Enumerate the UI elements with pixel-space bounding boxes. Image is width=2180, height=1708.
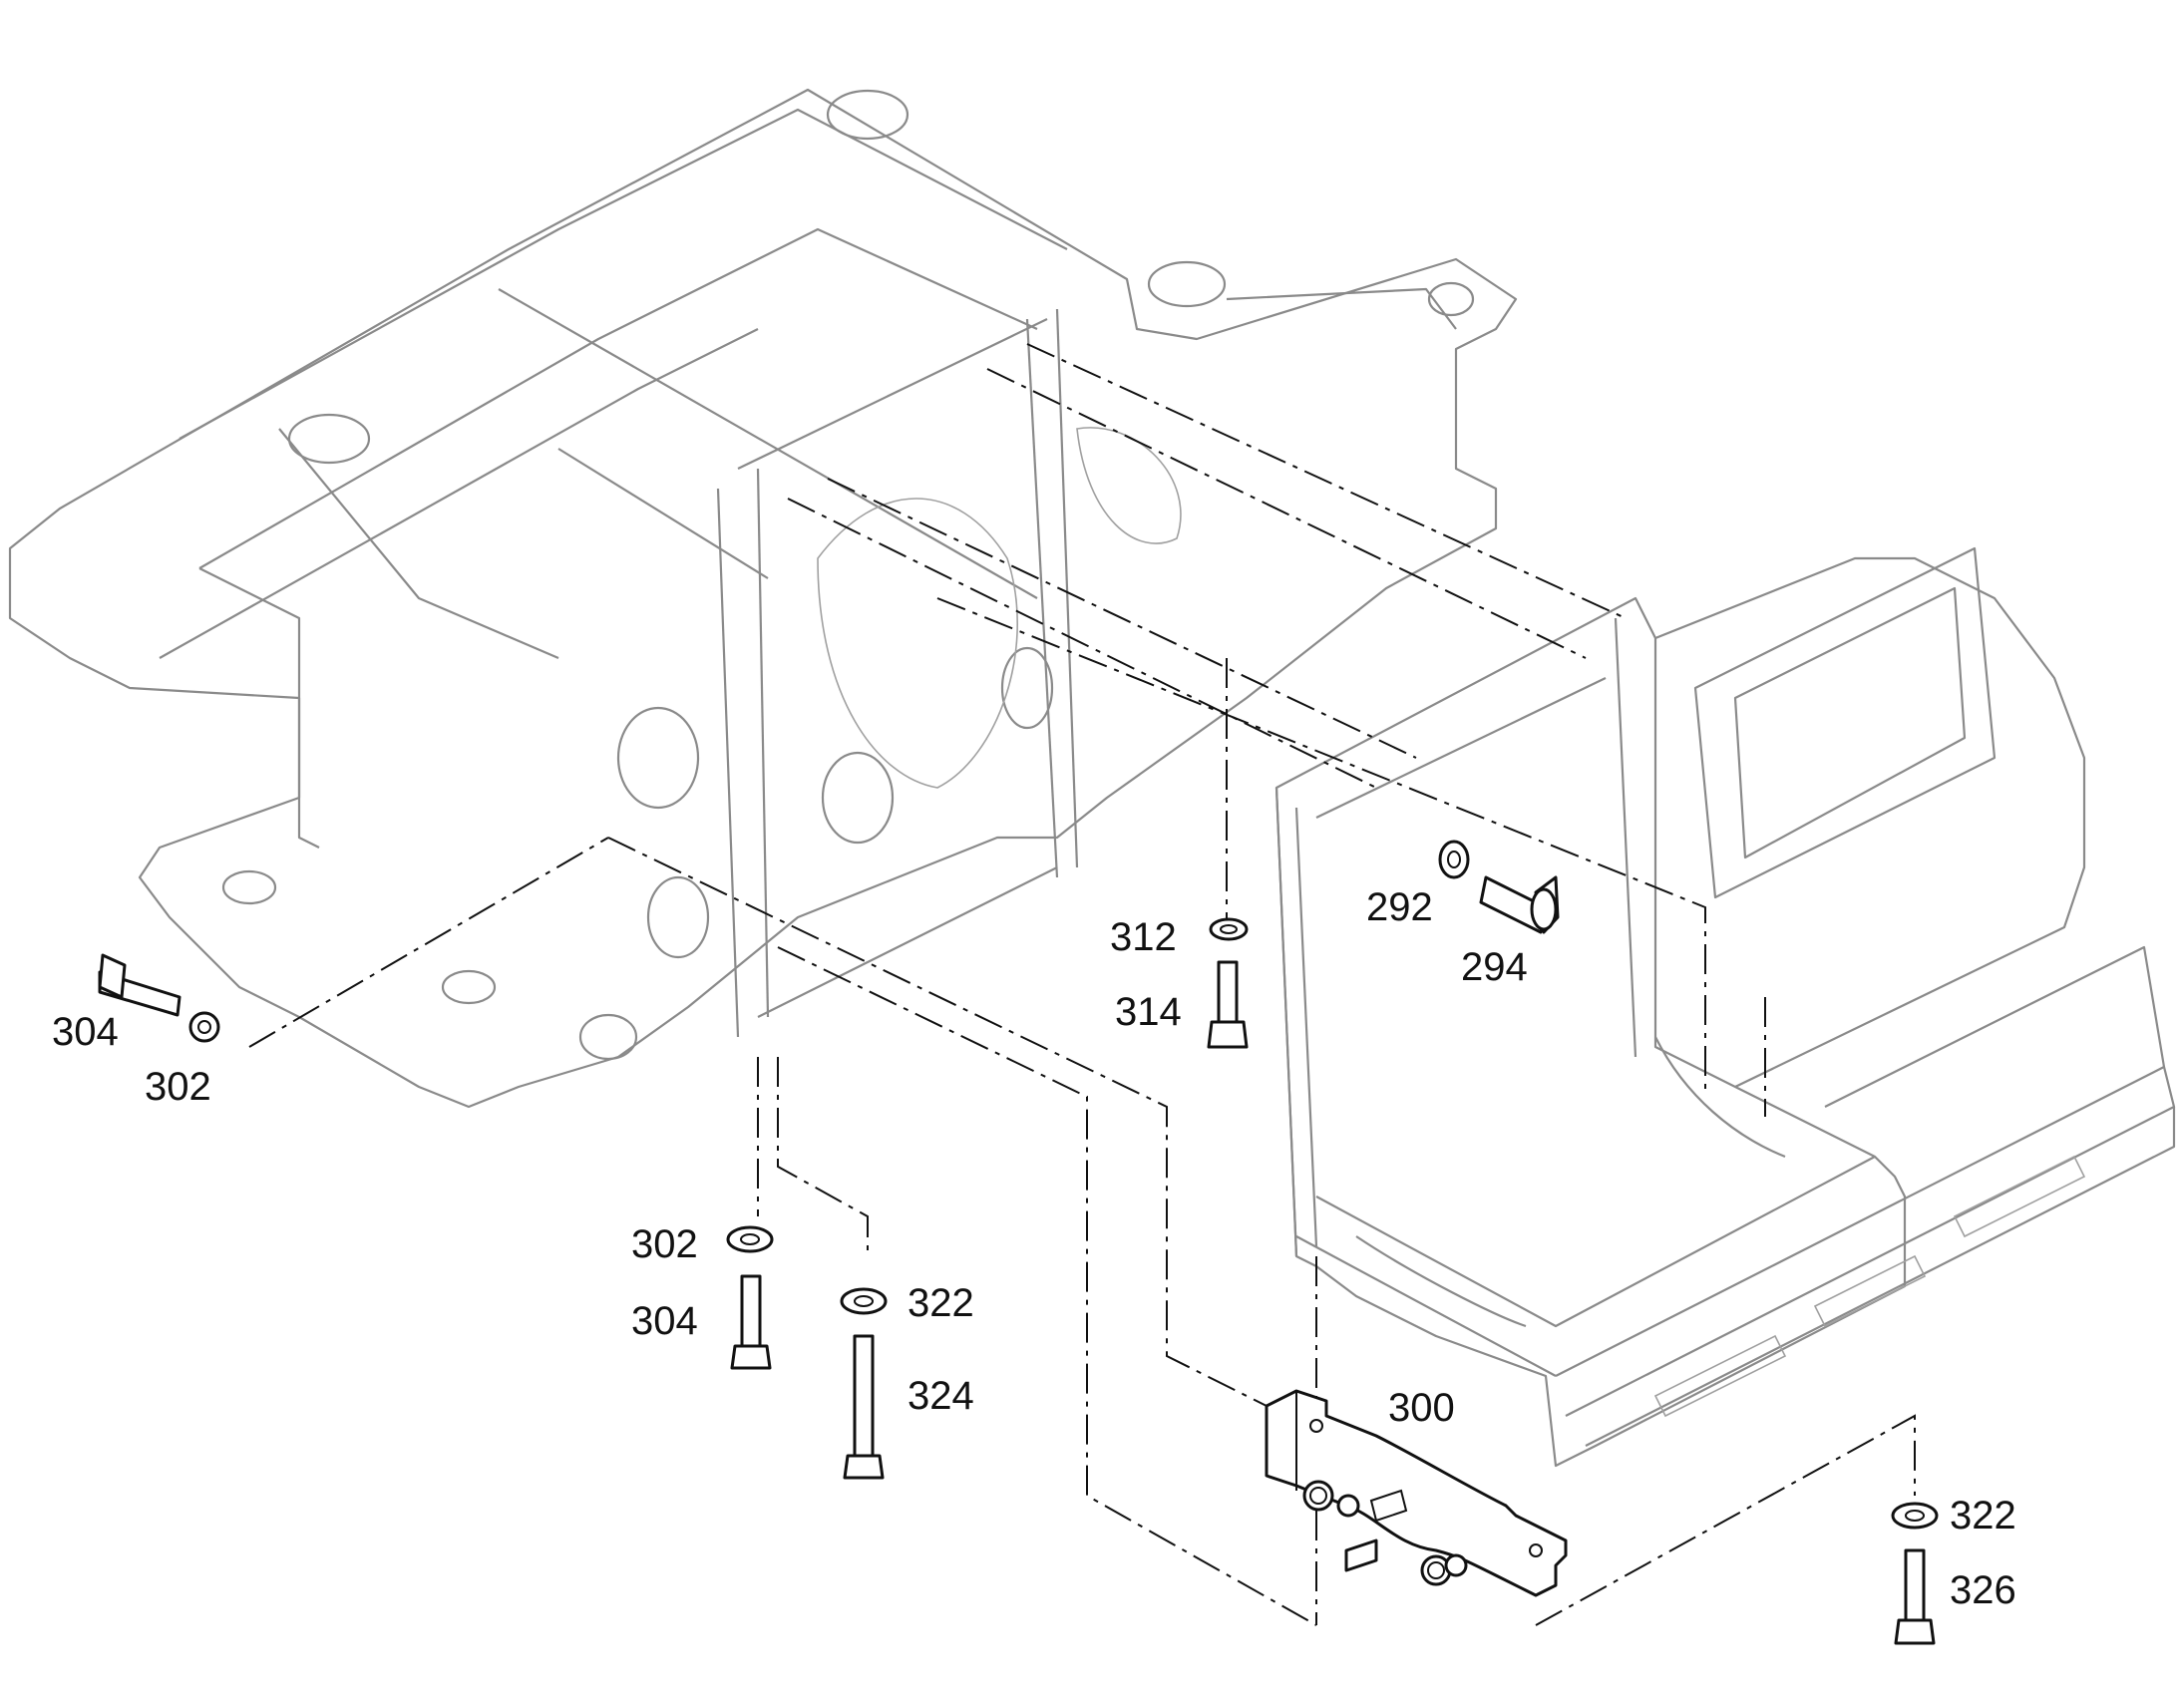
callout-322-right: 322: [1950, 1494, 2016, 1537]
washer-302-center: [726, 1225, 774, 1253]
bolt-304-center: [730, 1274, 772, 1370]
washer-322-center: [840, 1287, 888, 1315]
assembly-lines: [248, 343, 1916, 1626]
washer-322-right: [1891, 1502, 1939, 1530]
main-frame: [8, 88, 1518, 1109]
callout-314: 314: [1115, 990, 1182, 1034]
callout-324: 324: [908, 1374, 974, 1418]
washer-302-left: [188, 1011, 220, 1043]
callout-294: 294: [1461, 945, 1528, 989]
lower-frame: [1274, 546, 2176, 1468]
bolt-314: [1207, 960, 1249, 1049]
callout-302-center: 302: [631, 1222, 698, 1266]
callout-322-center: 322: [908, 1281, 974, 1325]
callout-302-left: 302: [145, 1065, 211, 1109]
washer-292: [1438, 840, 1470, 879]
callout-304-left: 304: [52, 1010, 119, 1054]
bolt-294: [1479, 875, 1560, 934]
callout-300: 300: [1388, 1386, 1455, 1430]
callout-326: 326: [1950, 1568, 2016, 1612]
callout-304-center: 304: [631, 1299, 698, 1343]
bracket-300: [1265, 1389, 1568, 1597]
bolt-326: [1894, 1548, 1936, 1645]
callout-292: 292: [1366, 885, 1433, 929]
callout-312: 312: [1110, 915, 1177, 959]
fasteners: [98, 840, 1939, 1645]
bolt-324: [843, 1334, 885, 1480]
bolt-304-left: [98, 953, 182, 1017]
washer-312: [1209, 917, 1249, 941]
